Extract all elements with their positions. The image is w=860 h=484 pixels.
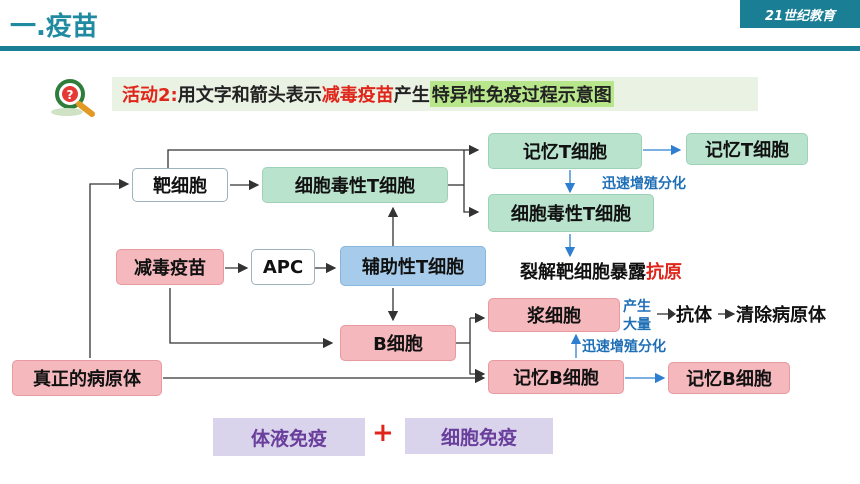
note-rapid-proliferation-t: 迅速增殖分化 <box>602 176 686 192</box>
antibody-text: 抗体 <box>676 305 712 326</box>
node-memory-b-cell: 记忆B细胞 <box>488 360 624 394</box>
header-band <box>0 0 860 62</box>
summary-plus: + <box>372 418 394 448</box>
activity-prefix: 活动2: <box>122 85 178 106</box>
activity-text-2: 产生 <box>393 85 430 106</box>
note-large-amount: 大量 <box>623 317 651 333</box>
node-apc: APC <box>251 249 315 285</box>
node-b-cell: B细胞 <box>340 325 456 361</box>
node-helper-t-cell: 辅助性T细胞 <box>340 246 486 286</box>
node-memory-b-cell-secondary: 记忆B细胞 <box>668 362 790 394</box>
node-attenuated-vaccine: 减毒疫苗 <box>116 249 224 285</box>
node-memory-t-cell: 记忆T细胞 <box>488 133 642 169</box>
summary-cellular-immunity: 细胞免疫 <box>405 418 553 454</box>
node-real-pathogen: 真正的病原体 <box>12 360 162 396</box>
page-title: 一.疫苗 <box>10 12 98 42</box>
activity-highlight-process: 特异性免疫过程示意图 <box>429 81 614 107</box>
antigen-text: 抗原 <box>646 262 682 283</box>
node-plasma-cell: 浆细胞 <box>488 298 620 332</box>
node-cytotoxic-t-cell-new: 细胞毒性T细胞 <box>488 194 654 232</box>
lysis-text-line: 裂解靶细胞暴露抗原 <box>520 258 682 284</box>
magnifier-question-icon: ? <box>48 74 104 118</box>
activity-text-1: 用文字和箭头表示 <box>177 85 322 106</box>
lysis-text: 裂解靶细胞暴露 <box>520 262 646 283</box>
brand-logo: 21世纪教育 <box>740 0 860 28</box>
clear-pathogen-text: 清除病原体 <box>736 305 826 326</box>
note-rapid-proliferation-b: 迅速增殖分化 <box>582 339 666 355</box>
node-memory-t-cell-secondary: 记忆T细胞 <box>686 133 808 165</box>
note-produce: 产生 <box>623 299 651 315</box>
activity-highlight-vaccine: 减毒疫苗 <box>321 85 394 106</box>
node-target-cell: 靶细胞 <box>132 168 228 202</box>
activity-banner: 活动2: 用文字和箭头表示 减毒疫苗 产生 特异性免疫过程示意图 <box>112 77 758 111</box>
summary-humoral-immunity: 体液免疫 <box>213 418 365 456</box>
title-underline <box>0 46 860 51</box>
node-cytotoxic-t-cell: 细胞毒性T细胞 <box>262 167 448 203</box>
svg-text:?: ? <box>67 88 74 102</box>
